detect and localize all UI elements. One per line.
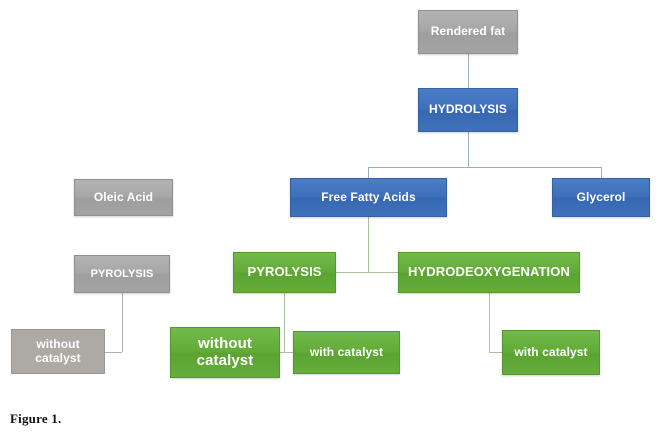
node-rendered-fat[interactable]: Rendered fat	[418, 10, 518, 54]
node-pyrolysis-green[interactable]: PYROLYSIS	[233, 252, 336, 293]
node-hydrolysis[interactable]: HYDROLYSIS	[418, 88, 518, 132]
edge-hydrolysis-glycerol	[601, 167, 602, 178]
node-oleic-acid[interactable]: Oleic Acid	[74, 179, 173, 216]
edge-ffa-down	[368, 217, 369, 273]
edge-pyrolysisgray-without	[105, 352, 122, 353]
edge-pyrolysisgray-down	[122, 293, 123, 352]
edge-hdo-down	[489, 293, 490, 352]
edge-hydrolysis-down	[468, 132, 469, 167]
edge-ffa-split-bar	[336, 272, 398, 273]
node-glycerol[interactable]: Glycerol	[552, 178, 650, 217]
edge-hydrolysis-ffa	[368, 167, 369, 178]
node-pyrolysis-gray[interactable]: PYROLYSIS	[74, 255, 170, 293]
edge-pyrolysisgreen-down	[284, 293, 285, 352]
edge-hydrolysis-split-bar	[368, 167, 602, 168]
node-with-catalyst-right[interactable]: with catalyst	[502, 330, 600, 375]
edge-renderedfat-hydrolysis	[468, 54, 469, 88]
node-without-catalyst-gray[interactable]: without catalyst	[11, 329, 105, 374]
edge-pyrolysisgreen-bar	[280, 352, 293, 353]
node-with-catalyst-middle[interactable]: with catalyst	[293, 331, 400, 374]
node-without-catalyst-green[interactable]: without catalyst	[170, 327, 280, 378]
node-free-fatty-acids[interactable]: Free Fatty Acids	[290, 178, 447, 217]
edge-hdo-withcatalyst	[489, 352, 502, 353]
figure-caption: Figure 1.	[10, 411, 62, 426]
node-hydrodeoxygenation[interactable]: HYDRODEOXYGENATION	[398, 252, 580, 293]
edge-ffa-pyrolysis	[336, 272, 337, 273]
